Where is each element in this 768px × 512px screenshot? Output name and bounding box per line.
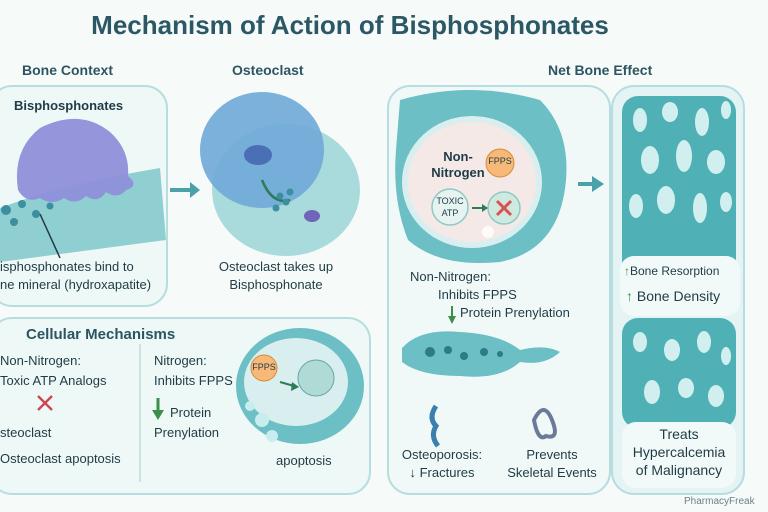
section-bone-context: Bone Context [22,62,113,78]
bone-caption-line2: ne mineral (hydroxapatite) [0,277,152,292]
outcome-osteoporosis-line2: ↓ Fractures [409,465,475,480]
bone-caption-line1: isphosphonates bind to [0,259,134,274]
red-x-icon [37,395,53,411]
bone-context-osteoclast-shape [16,118,134,202]
density-label: Bone Density [636,288,721,304]
up-arrow-icon: ↑ [626,288,633,304]
mech-non-nitrogen-title: Non-Nitrogen: [0,353,81,368]
cell-detail-caption-line1: Non-Nitrogen: [410,269,491,284]
atp-label: ATP [441,208,459,218]
outcome-prevents-line1: Prevents [526,447,578,462]
treats-line1: Treats [659,426,699,442]
mech-apoptosis-cell: apoptosis [276,453,332,468]
resorption-row: ↑Bone Resorption [624,264,719,278]
fpps-bubble [485,148,515,178]
treats-box [622,422,736,488]
fpps-label: FPPS [488,156,512,166]
treats-line3: of Malignancy [635,462,723,478]
density-row: ↑ Bone Density [626,288,720,304]
section-osteoclast: Osteoclast [232,62,304,78]
resorption-label: Bone Resorption [630,264,720,278]
non-nitrogen-line1: Non- [443,149,473,164]
outcome-osteoporosis-line1: Osteoporosis: [401,447,483,462]
section-net-effect: Net Bone Effect [548,62,653,78]
osteoclast-caption-line2: Bisphosphonate [229,277,323,292]
mech-apoptosis: Osteoclast apoptosis [0,451,121,466]
bisphosphonates-label: Bisphosphonates [14,98,124,113]
osteoclast-caption-line1: Osteoclast takes up [218,259,334,274]
mech-osteoclast: steoclast [0,425,52,440]
watermark: PharmacyFreak [684,496,755,507]
cell-detail-caption-line3: Protein Prenylation [460,305,570,320]
toxic-label: TOXIC [436,196,464,206]
toxic-atp-bubble [431,188,469,226]
skeleton-icon [531,408,557,440]
mech-non-nitrogen-sub: Toxic ATP Analogs [0,373,107,388]
outcome-prevents-line2: Skeletal Events [507,465,597,480]
mech-nitrogen-title: Nitrogen: [154,353,207,368]
mech-nitrogen-sub: Inhibits FPPS [154,373,233,388]
section-cellular: Cellular Mechanisms [26,326,176,343]
non-nitrogen-line2: Nitrogen [431,165,485,180]
bone-fragment-icon [429,404,441,448]
mech-fpps-label: FPPS [252,362,276,372]
bisphosphonate-dots [1,200,54,226]
up-arrow-icon: ↑ [624,264,630,278]
treats-line2: Hypercalcemia [632,444,726,460]
page-title: Mechanism of Action of Bisphosphonates [91,10,609,40]
resorption-box [620,256,740,316]
cell-detail-caption-line2: Inhibits FPPS [438,287,517,302]
mech-protein: Protein [170,405,212,420]
mech-prenylation: Prenylation [154,425,220,440]
